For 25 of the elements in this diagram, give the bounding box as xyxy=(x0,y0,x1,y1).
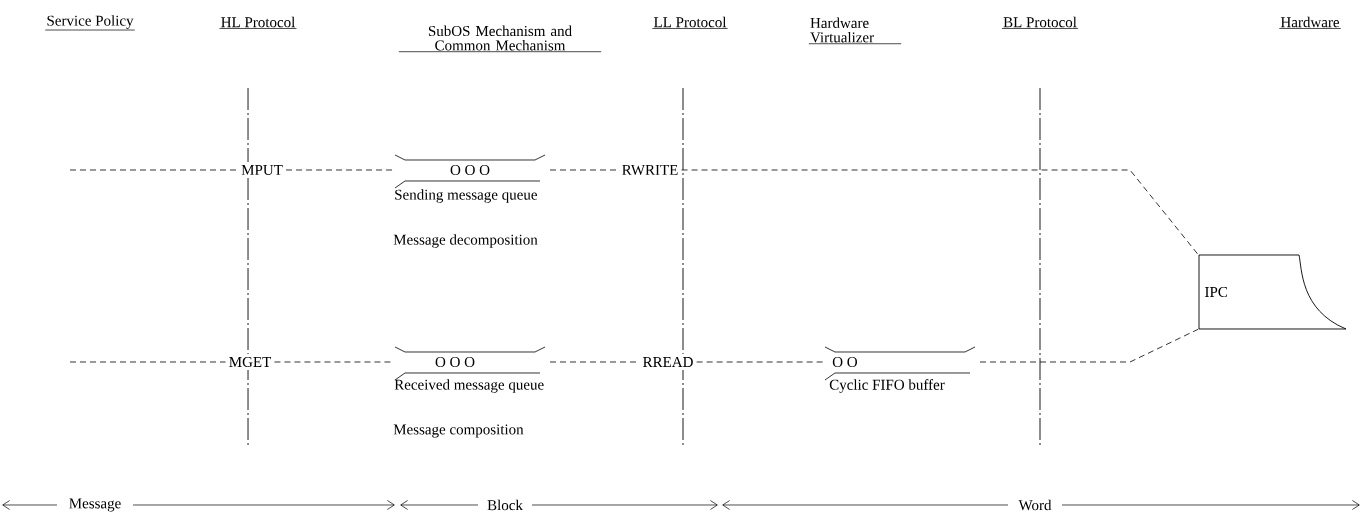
range-label: Block xyxy=(487,499,523,511)
queue-caption: Cyclic FIFO buffer xyxy=(829,379,945,393)
process-note: Message decomposition xyxy=(392,233,539,249)
connector-line xyxy=(979,328,1199,363)
queue-caption: Received message queue xyxy=(394,379,544,393)
connector-line xyxy=(549,169,619,171)
signal-label: RWRITE xyxy=(618,161,682,178)
process-note: Message composition xyxy=(392,423,525,439)
connector-line xyxy=(69,361,226,363)
column-heading: Hardware xyxy=(1280,16,1340,28)
column-heading: SubOS Mechanism and Common Mechanism xyxy=(428,25,572,51)
column-heading: HL Protocol xyxy=(221,16,295,28)
queue-caption: Sending message queue xyxy=(395,189,537,203)
column-heading: LL Protocol xyxy=(654,16,727,28)
column-heading: BL Protocol xyxy=(1003,16,1077,28)
connector-line xyxy=(696,361,824,363)
signal-label: MGET xyxy=(225,353,275,371)
signal-label: RREAD xyxy=(639,354,697,370)
connector-line xyxy=(285,169,394,171)
range-label: Word xyxy=(1018,499,1052,511)
signal-label: MPUT xyxy=(238,162,286,178)
column-heading: Hardware Virtualizer xyxy=(810,17,874,43)
range-label: Message xyxy=(69,498,121,512)
column-heading: Service Policy xyxy=(47,15,134,29)
ipc-block: IPC xyxy=(1198,254,1347,330)
